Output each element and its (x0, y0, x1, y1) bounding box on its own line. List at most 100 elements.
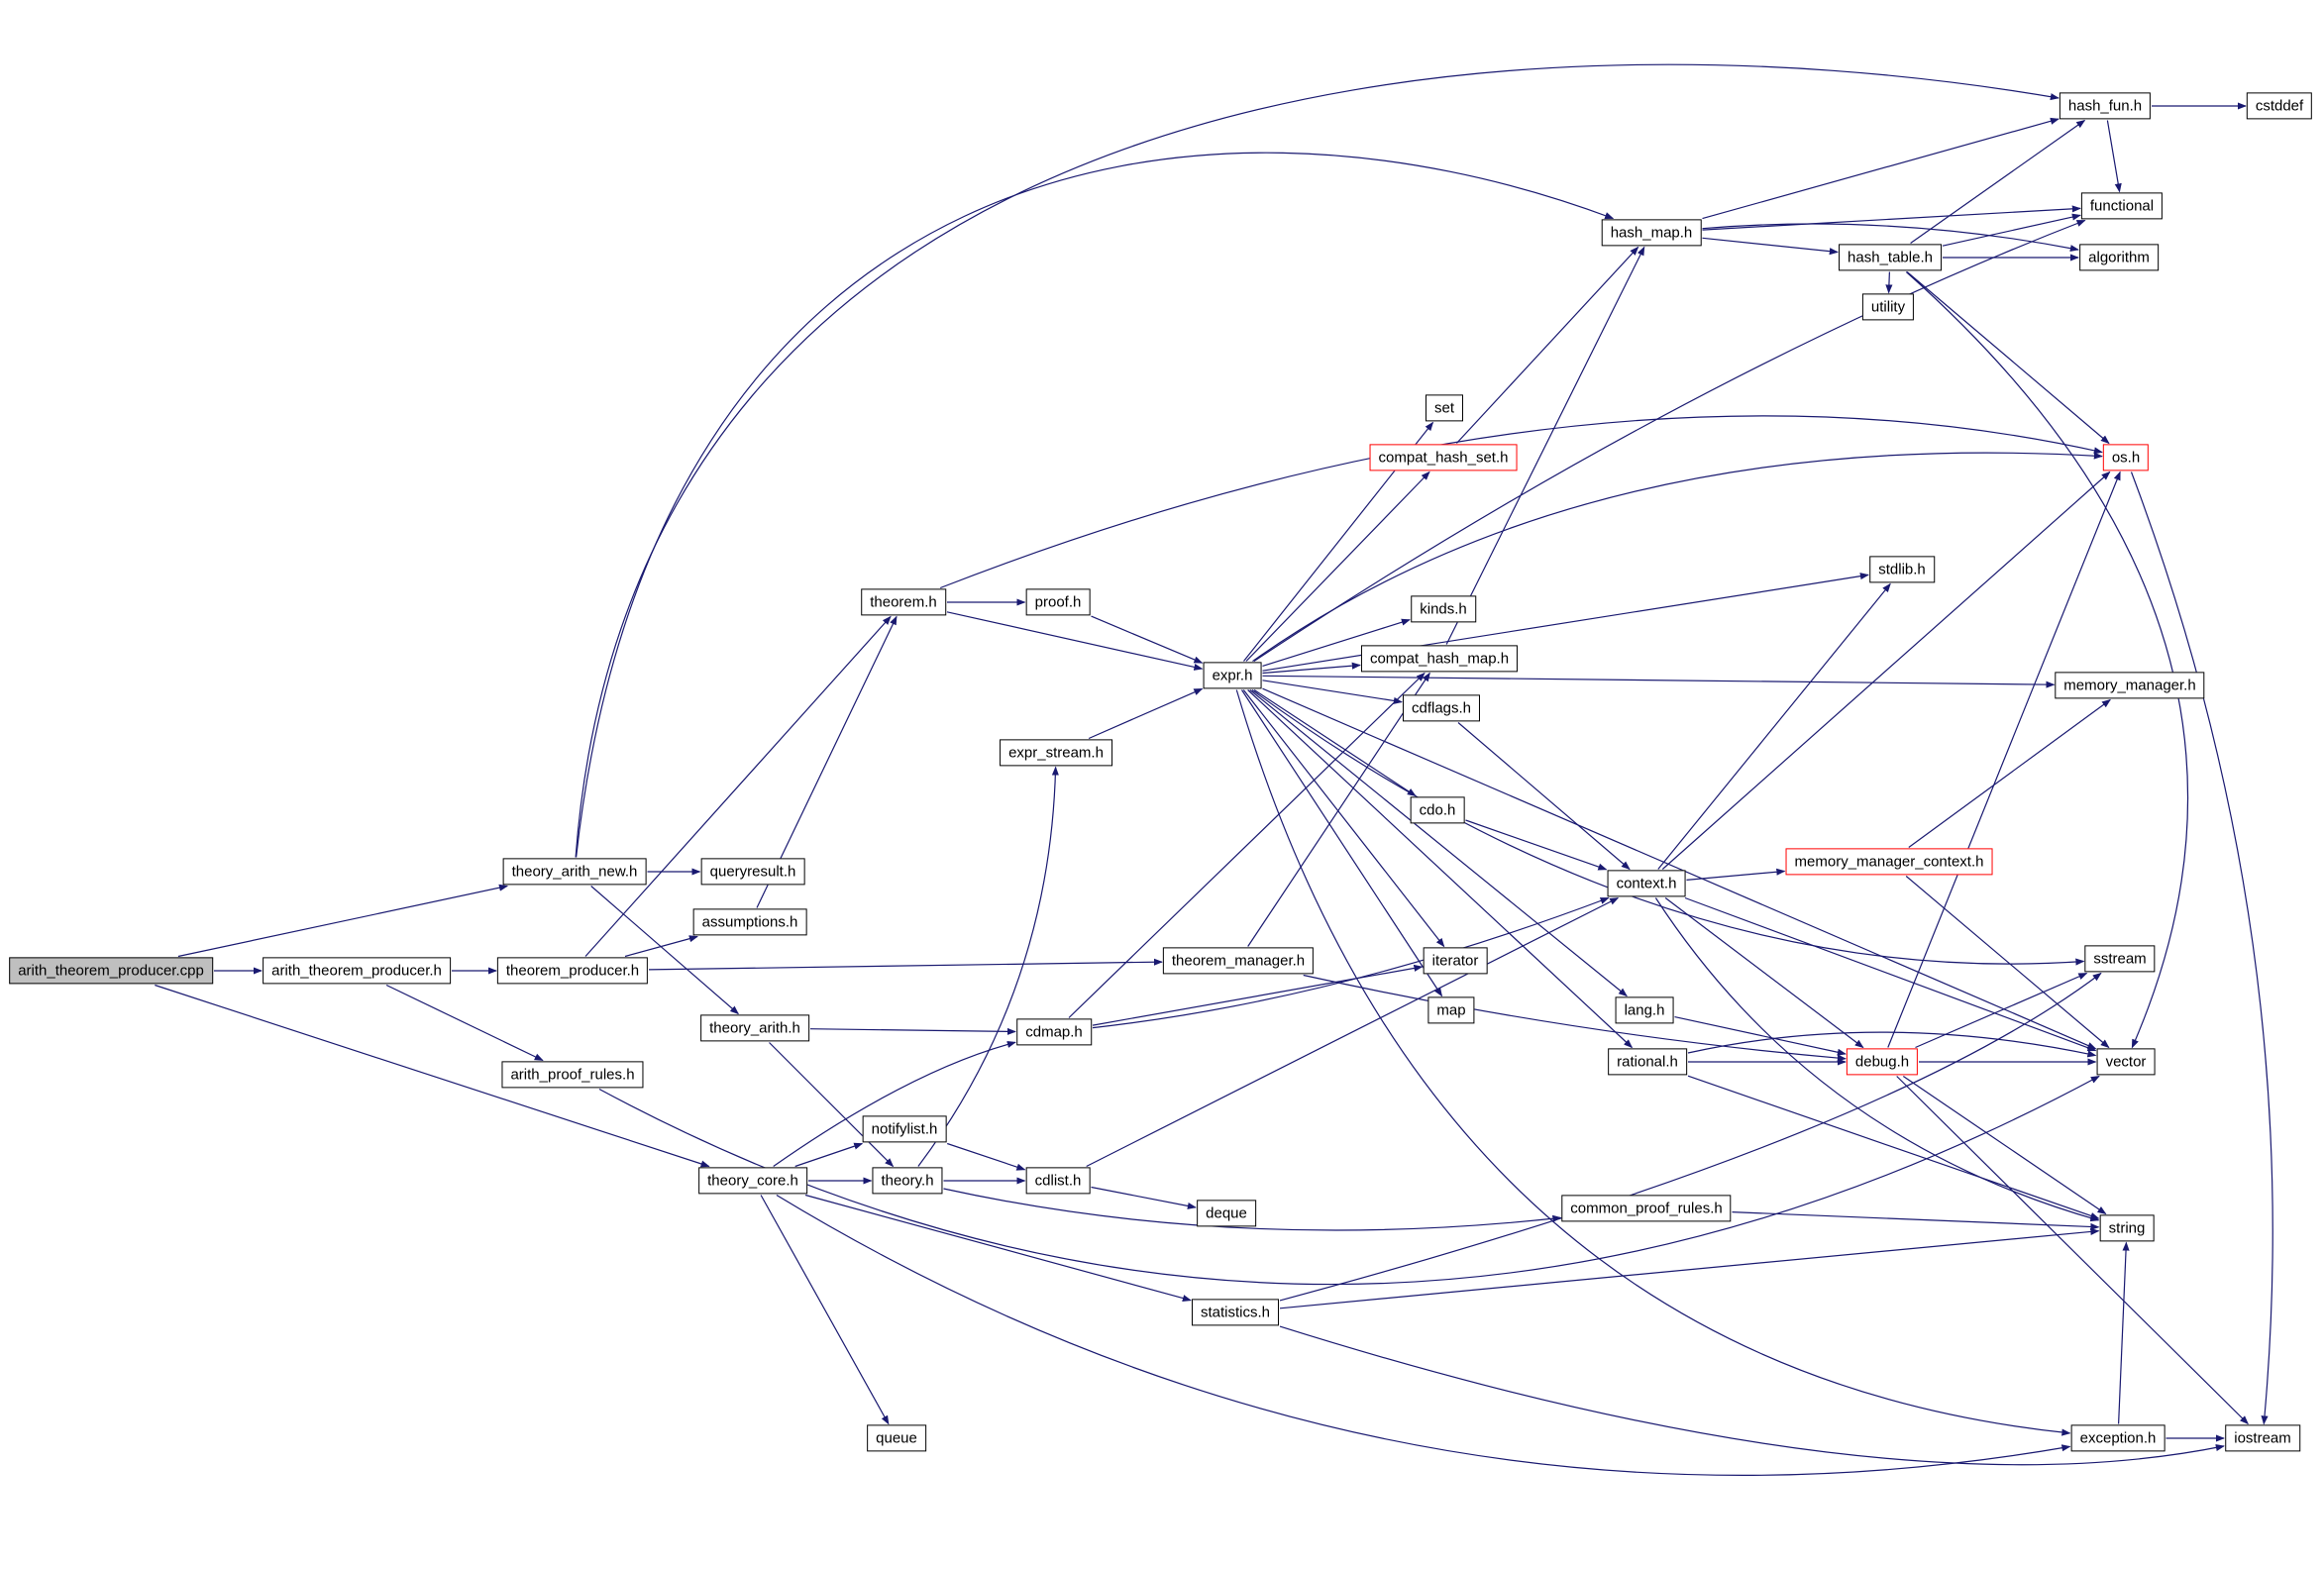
edge-theory_arith_h--cdmap_h (809, 1027, 1016, 1035)
node-stdlib_h[interactable]: stdlib.h (1869, 556, 1935, 583)
node-cdo_h[interactable]: cdo.h (1410, 796, 1465, 824)
node-cdlist_h[interactable]: cdlist.h (1025, 1167, 1091, 1195)
node-expr_h[interactable]: expr.h (1203, 662, 1262, 689)
edge-theory_arith_h--theory_h (769, 1042, 895, 1168)
node-queryresult_h[interactable]: queryresult.h (700, 858, 805, 886)
node-kinds_h[interactable]: kinds.h (1411, 595, 1476, 623)
edge-arith_theorem_producer_h--arith_proof_rules_h (385, 984, 544, 1062)
edge-hash_table_h--utility (1885, 271, 1893, 294)
edge-notifylist_h--cdlist_h (947, 1142, 1026, 1171)
node-utility[interactable]: utility (1861, 293, 1915, 321)
node-algorithm[interactable]: algorithm (2079, 244, 2159, 271)
edge-hash_table_h--functional (1942, 213, 2081, 247)
edge-theorem_manager_h--debug_h (1303, 974, 1847, 1062)
edge-theory_core_h--exception_h (776, 1194, 2071, 1476)
edge-expr_h--cdflags_h (1262, 680, 1403, 704)
edge-debug_h--iostream (1896, 1076, 2249, 1425)
node-iostream[interactable]: iostream (2225, 1424, 2300, 1452)
node-theory_arith_new_h[interactable]: theory_arith_new.h (502, 858, 647, 886)
edge-expr_h--compat_hash_set_h (1245, 471, 1430, 662)
node-cstddef[interactable]: cstddef (2246, 92, 2313, 120)
edge-expr_h--rational_h (1247, 689, 1634, 1049)
edge-hash_fun_h--functional (2106, 120, 2122, 193)
edge-hash_table_h--hash_fun_h (1910, 119, 2086, 244)
node-arith_theorem_producer_h[interactable]: arith_theorem_producer.h (263, 957, 451, 985)
node-hash_fun_h[interactable]: hash_fun.h (2059, 92, 2152, 120)
edge-cdlist_h--context_h (1086, 896, 1620, 1168)
node-hash_map_h[interactable]: hash_map.h (1601, 219, 1702, 247)
node-lang_h[interactable]: lang.h (1615, 996, 1674, 1024)
edge-theorem_h--expr_h (946, 611, 1204, 671)
edge-cdo_h--context_h (1465, 819, 1608, 871)
edge-debug_h--string (1902, 1076, 2107, 1215)
node-vector[interactable]: vector (2096, 1048, 2156, 1076)
node-set[interactable]: set (1425, 394, 1464, 422)
edge-expr_h--cdo_h (1253, 688, 1417, 797)
node-arith_theorem_producer_cpp[interactable]: arith_theorem_producer.cpp (9, 957, 213, 985)
edge-hash_map_h--hash_table_h (1702, 237, 1839, 256)
node-notifylist_h[interactable]: notifylist.h (862, 1115, 947, 1143)
edge-theory_core_h--queue (760, 1195, 890, 1425)
node-deque[interactable]: deque (1197, 1200, 1256, 1227)
node-memory_manager_h[interactable]: memory_manager.h (2055, 672, 2205, 699)
edge-context_h--vector (1684, 896, 2097, 1052)
node-cdmap_h[interactable]: cdmap.h (1016, 1018, 1092, 1046)
node-arith_proof_rules_h[interactable]: arith_proof_rules.h (501, 1061, 644, 1089)
edge-hash_table_h--os_h (1906, 271, 2110, 445)
edge-theory_arith_new_h--theory_arith_h (590, 886, 740, 1015)
edge-hash_map_h--functional (1702, 205, 2081, 231)
edge-context_h--debug_h (1664, 897, 1864, 1049)
edge-expr_h--sstream (1251, 689, 2085, 966)
edge-cdflags_h--context_h (1457, 722, 1631, 871)
node-os_h[interactable]: os.h (2102, 444, 2150, 471)
node-assumptions_h[interactable]: assumptions.h (692, 908, 807, 936)
node-map[interactable]: map (1427, 996, 1475, 1024)
edge-theory_core_h--statistics_h (804, 1194, 1192, 1302)
edge-expr_h--stdlib_h (1262, 573, 1869, 672)
node-memory_manager_context_h[interactable]: memory_manager_context.h (1785, 848, 1993, 876)
edge-theorem_producer_h--theorem_h (584, 615, 892, 957)
node-theory_core_h[interactable]: theory_core.h (698, 1167, 807, 1195)
node-iterator[interactable]: iterator (1423, 947, 1488, 975)
node-compat_hash_map_h[interactable]: compat_hash_map.h (1360, 645, 1519, 673)
node-functional[interactable]: functional (2080, 192, 2164, 220)
edge-compat_hash_set_h--hash_map_h (1455, 246, 1639, 444)
node-cdflags_h[interactable]: cdflags.h (1402, 694, 1481, 722)
node-queue[interactable]: queue (867, 1424, 926, 1452)
edge-context_h--stdlib_h (1657, 582, 1891, 870)
node-common_proof_rules_h[interactable]: common_proof_rules.h (1561, 1195, 1732, 1222)
edge-theory_core_h--notifylist_h (794, 1142, 864, 1168)
node-context_h[interactable]: context.h (1607, 870, 1686, 897)
edge-exception_h--string (2118, 1241, 2130, 1424)
edge-expr_h--memory_manager_h (1262, 675, 2056, 688)
node-proof_h[interactable]: proof.h (1025, 588, 1091, 616)
node-hash_table_h[interactable]: hash_table.h (1839, 244, 1942, 271)
edge-theorem_producer_h--assumptions_h (624, 935, 698, 958)
node-statistics_h[interactable]: statistics.h (1191, 1299, 1280, 1326)
node-expr_stream_h[interactable]: expr_stream.h (1000, 739, 1112, 767)
edge-memory_manager_context_h--vector (1905, 876, 2110, 1049)
node-rational_h[interactable]: rational.h (1608, 1048, 1687, 1076)
edge-expr_h--functional (1253, 219, 2086, 663)
edge-statistics_h--string (1279, 1227, 2100, 1309)
edge-debug_h--sstream (1915, 972, 2088, 1049)
edge-context_h--memory_manager_context_h (1686, 868, 1786, 881)
edge-arith_proof_rules_h--vector (598, 1075, 2100, 1286)
node-theory_arith_h[interactable]: theory_arith.h (700, 1014, 809, 1042)
edge-arith_theorem_producer_cpp--theory_arith_new_h (177, 884, 509, 958)
node-exception_h[interactable]: exception.h (2070, 1424, 2166, 1452)
edge-expr_stream_h--expr_h (1088, 687, 1204, 740)
node-debug_h[interactable]: debug.h (1846, 1048, 1919, 1076)
edge-context_h--os_h (1661, 471, 2111, 870)
node-sstream[interactable]: sstream (2084, 945, 2156, 973)
node-theorem_producer_h[interactable]: theorem_producer.h (496, 957, 649, 985)
node-compat_hash_set_h[interactable]: compat_hash_set.h (1369, 444, 1518, 471)
edge-hash_map_h--hash_fun_h (1702, 117, 2060, 220)
edge-memory_manager_context_h--memory_manager_h (1908, 698, 2111, 848)
node-theorem_h[interactable]: theorem.h (861, 588, 946, 616)
node-string[interactable]: string (2099, 1214, 2155, 1242)
node-theory_h[interactable]: theory.h (872, 1167, 943, 1195)
node-theorem_manager_h[interactable]: theorem_manager.h (1162, 947, 1315, 975)
